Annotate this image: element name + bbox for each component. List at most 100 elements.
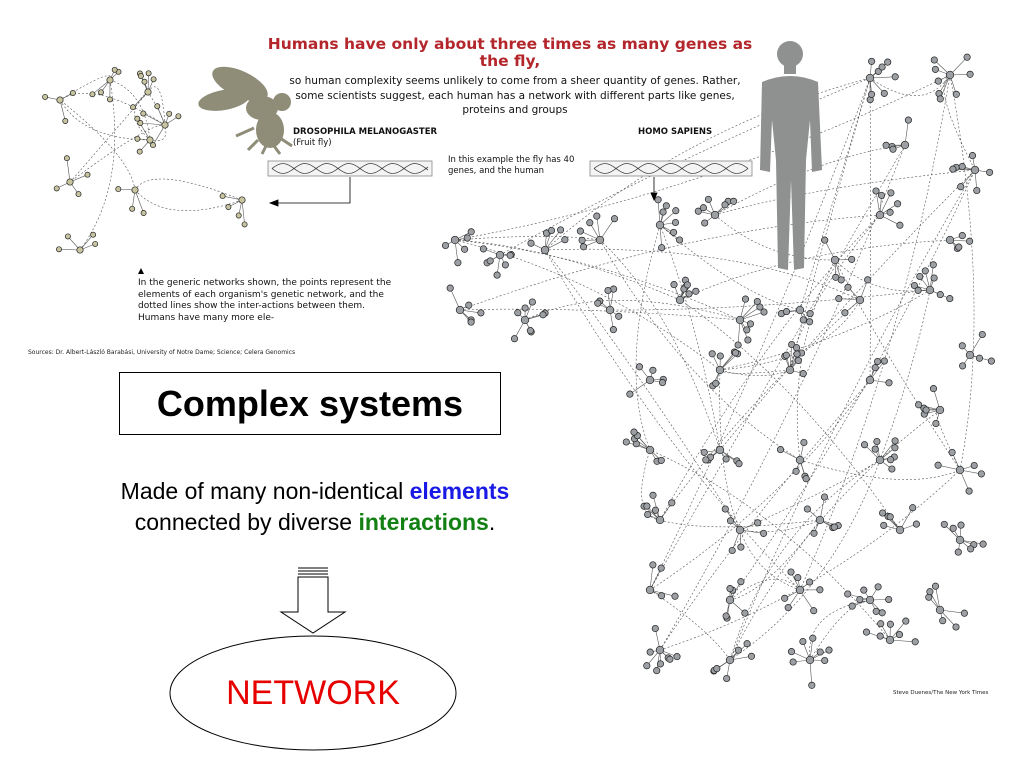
- network-link: [869, 74, 951, 96]
- network-node: [848, 255, 856, 263]
- network-hub: [795, 305, 805, 315]
- network-node: [137, 73, 144, 79]
- network-link: [729, 578, 801, 601]
- network-node: [793, 350, 801, 358]
- network-node: [909, 504, 917, 512]
- network-node: [874, 583, 882, 591]
- network-node: [860, 586, 868, 594]
- network-link: [659, 224, 801, 311]
- network-hub: [645, 375, 655, 385]
- network-node: [658, 244, 666, 252]
- network-link: [599, 239, 721, 451]
- network-node: [891, 73, 899, 81]
- network-link: [599, 239, 801, 461]
- network-node: [683, 281, 691, 289]
- network-node: [825, 646, 833, 654]
- network-edge: [599, 218, 615, 241]
- network-link: [719, 369, 791, 374]
- network-node: [965, 487, 973, 495]
- network-hub: [885, 635, 895, 645]
- network-node: [799, 637, 807, 646]
- network-hub: [710, 210, 720, 220]
- body-text: Made of many non-identical elements conn…: [40, 476, 590, 538]
- network-node: [963, 53, 971, 61]
- network-node: [734, 341, 742, 349]
- network-node: [136, 148, 143, 155]
- network-node: [860, 441, 869, 449]
- network-edge: [241, 199, 245, 225]
- network-link: [59, 99, 136, 191]
- network-node: [514, 309, 522, 317]
- network-node: [134, 135, 141, 142]
- network-node: [960, 609, 968, 617]
- body-line-2: connected by diverse interactions.: [40, 507, 590, 538]
- network-node: [760, 529, 768, 537]
- network-node: [653, 667, 661, 675]
- network-node: [734, 646, 742, 654]
- network-node: [441, 241, 450, 250]
- network-link: [147, 91, 167, 142]
- network-node: [463, 234, 471, 242]
- network-hub: [595, 235, 605, 245]
- network-node: [90, 231, 97, 238]
- network-node: [721, 201, 729, 209]
- network-node: [130, 104, 136, 111]
- network-node: [782, 308, 791, 316]
- network-node: [657, 564, 665, 572]
- network-node: [966, 237, 974, 245]
- network-node: [115, 186, 122, 193]
- network-node: [586, 219, 594, 227]
- network-node: [527, 239, 535, 247]
- network-node: [806, 310, 814, 318]
- network-node: [467, 228, 475, 236]
- network-node: [886, 620, 894, 628]
- network-edge: [899, 507, 913, 531]
- network-link: [635, 224, 661, 451]
- network-node: [877, 620, 885, 628]
- network-node: [671, 592, 679, 600]
- network-node: [746, 320, 755, 328]
- network-link: [649, 144, 906, 591]
- network-hub: [450, 235, 460, 245]
- network-node: [658, 592, 666, 600]
- network-node: [735, 460, 743, 468]
- network-node: [958, 232, 966, 240]
- network-node: [743, 640, 751, 648]
- network-hub: [865, 595, 875, 605]
- network-node: [666, 655, 674, 663]
- network-node: [862, 628, 871, 636]
- network-node: [479, 245, 487, 253]
- network-hub: [56, 96, 64, 104]
- network-hub: [645, 585, 655, 595]
- network-node: [930, 274, 938, 282]
- network-node: [896, 221, 904, 229]
- network-node: [694, 207, 702, 215]
- network-link: [641, 449, 661, 521]
- network-node: [781, 594, 789, 602]
- network-hub: [945, 70, 955, 80]
- network-hub: [795, 585, 805, 595]
- network-node: [891, 437, 899, 445]
- network-node: [141, 78, 148, 85]
- network-hub: [66, 178, 74, 186]
- network-node: [676, 236, 684, 244]
- network-node: [939, 617, 947, 625]
- network-link: [109, 79, 151, 141]
- network-node: [702, 456, 710, 464]
- network-link: [459, 214, 881, 311]
- network-node: [754, 519, 762, 527]
- network-node: [874, 357, 882, 366]
- network-link: [679, 299, 901, 531]
- network-link: [649, 589, 731, 661]
- human-gene-network: [441, 53, 995, 689]
- human-species-name: HOMO SAPIENS: [638, 127, 713, 137]
- headline: Humans have only about three times as ma…: [267, 35, 753, 70]
- network-link: [719, 169, 976, 451]
- network-node: [868, 57, 876, 65]
- network-link: [544, 249, 741, 531]
- network-node: [75, 191, 82, 198]
- network-link: [659, 519, 821, 528]
- network-node: [53, 185, 60, 192]
- network-hub: [935, 405, 945, 415]
- network-edge: [143, 113, 166, 126]
